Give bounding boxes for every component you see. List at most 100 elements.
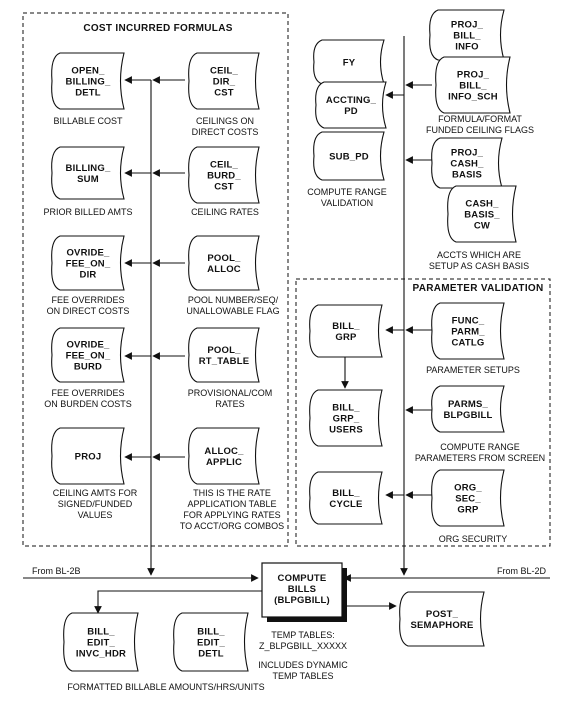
parameter-setups-caption-0: PARAMETER SETUPS bbox=[426, 365, 520, 375]
formula-flags-caption-0: FORMULA/FORMAT bbox=[438, 114, 522, 124]
fy-label-0: FY bbox=[343, 58, 356, 69]
provisional-rates-caption-0: PROVISIONAL/COM bbox=[188, 388, 273, 398]
alloc-applic-label-0: ALLOC_ bbox=[204, 446, 244, 457]
compute-bills-label-0: COMPUTE bbox=[278, 573, 327, 584]
dynamic-temp-caption-1: TEMP TABLES bbox=[272, 671, 333, 681]
parameter-validation-header: PARAMETER VALIDATION bbox=[413, 283, 544, 294]
bill-grp-label-0: BILL_ bbox=[332, 321, 360, 332]
bill-edit-invc-hdr-label-0: BILL_ bbox=[87, 627, 115, 638]
proj-bill-info-sch-label-1: BILL_ bbox=[459, 81, 487, 92]
bill-edit-invc-hdr-table: BILL_EDIT_INVC_HDR bbox=[63, 612, 139, 672]
alloc-applic-table: ALLOC_APPLIC bbox=[188, 427, 260, 485]
ceil-burd-cst-label-0: CEIL_ bbox=[210, 160, 238, 171]
fy-table: FY bbox=[313, 39, 385, 85]
proj-cash-basis-label-1: CASH_ bbox=[450, 159, 484, 170]
ovride-fee-on-dir-label-0: OVRIDE_ bbox=[66, 248, 110, 259]
proj-bill-info-label-2: INFO bbox=[455, 42, 479, 53]
ceiling-amts-caption-1: SIGNED/FUNDED bbox=[58, 499, 133, 509]
pool-alloc-table: POOL_ALLOC bbox=[188, 235, 260, 291]
func-parm-catlg-label-2: CATLG bbox=[451, 338, 484, 349]
bill-grp-table: BILL_GRP bbox=[309, 304, 383, 358]
fee-overrides-burden-caption-0: FEE OVERRIDES bbox=[51, 388, 124, 398]
formatted-amounts-caption-0: FORMATTED BILLABLE AMOUNTS/HRS/UNITS bbox=[67, 682, 264, 692]
bill-edit-invc-hdr-label-1: EDIT_ bbox=[87, 638, 115, 649]
parameter-validation-region bbox=[295, 278, 551, 547]
pool-rt-table-label-0: POOL_ bbox=[207, 345, 241, 356]
proj-table: PROJ bbox=[51, 427, 125, 485]
cost-connectors bbox=[124, 76, 185, 461]
accting-pd-table: ACCTING_PD bbox=[315, 81, 387, 129]
ovride-fee-on-burd-label-0: OVRIDE_ bbox=[66, 340, 110, 351]
compute-bills-label-2: (BLPGBILL) bbox=[274, 595, 330, 606]
bill-grp-users-table: BILL_GRP_USERS bbox=[309, 389, 383, 447]
pool-alloc-label-1: ALLOC bbox=[207, 264, 241, 275]
proj-bill-info-table: PROJ_BILL_INFO bbox=[429, 9, 505, 61]
billing-sum-label-0: BILLING_ bbox=[66, 163, 111, 174]
compute-range-validation-caption-0: COMPUTE RANGE bbox=[307, 187, 387, 197]
compute-bills-label-1: BILLS bbox=[288, 584, 316, 595]
ceiling-amts-caption-0: CEILING AMTS FOR bbox=[53, 488, 138, 498]
rate-application-caption-3: TO ACCT/ORG COMBOS bbox=[180, 521, 284, 531]
bill-edit-invc-hdr-label-2: INVC_HDR bbox=[76, 649, 126, 660]
ovride-fee-on-dir-label-1: FEE_ON_ bbox=[66, 259, 111, 270]
func-parm-catlg-table: FUNC_PARM_CATLG bbox=[431, 302, 505, 360]
compute-range-params-caption-1: PARAMETERS FROM SCREEN bbox=[415, 453, 545, 463]
pool-number-caption-0: POOL NUMBER/SEQ/ bbox=[188, 295, 279, 305]
open-billing-detl-table: OPEN_BILLING_DETL bbox=[51, 52, 125, 110]
parms-blpgbill-label-0: PARMS_ bbox=[448, 399, 489, 410]
pool-number-caption-1: UNALLOWABLE FLAG bbox=[186, 306, 279, 316]
cash-basis-caption-0: ACCTS WHICH ARE bbox=[437, 250, 521, 260]
parms-blpgbill-table: PARMS_BLPGBILL bbox=[431, 385, 505, 433]
rate-application-caption-1: APPLICATION TABLE bbox=[187, 499, 276, 509]
fee-overrides-burden-caption-1: ON BURDEN COSTS bbox=[44, 399, 132, 409]
from-left-label: From BL-2B bbox=[32, 566, 81, 576]
cash-basis-cw-table: CASH_BASIS_CW bbox=[447, 185, 517, 243]
proj-cash-basis-label-0: PROJ_ bbox=[451, 148, 484, 159]
temp-tables-caption-1: Z_BLPGBILL_XXXXX bbox=[259, 641, 347, 651]
proj-bill-info-label-0: PROJ_ bbox=[451, 20, 484, 31]
provisional-rates-caption-1: RATES bbox=[215, 399, 244, 409]
fee-overrides-direct-caption-1: ON DIRECT COSTS bbox=[47, 306, 130, 316]
bill-edit-detl-table: BILL_EDIT_DETL bbox=[173, 612, 249, 672]
proj-bill-info-sch-table: PROJ_BILL_INFO_SCH bbox=[435, 56, 511, 114]
org-security-caption-0: ORG SECURITY bbox=[439, 534, 508, 544]
ceil-dir-cst-label-2: CST bbox=[214, 88, 234, 99]
ovride-fee-on-burd-label-2: BURD bbox=[74, 362, 102, 373]
org-sec-grp-label-1: SEC_ bbox=[455, 494, 481, 505]
post-semaphore-table: POST_SEMAPHORE bbox=[399, 591, 485, 647]
org-sec-grp-label-0: ORG_ bbox=[454, 483, 482, 494]
post-semaphore-label-1: SEMAPHORE bbox=[410, 620, 473, 631]
open-billing-detl-label-0: OPEN_ bbox=[71, 66, 105, 77]
ceil-burd-cst-label-2: CST bbox=[214, 182, 234, 193]
compute-range-params-caption-0: COMPUTE RANGE bbox=[440, 442, 520, 452]
cash-basis-cw-label-0: CASH_ bbox=[465, 199, 499, 210]
accting-pd-label-1: PD bbox=[344, 106, 358, 117]
bill-edit-detl-label-1: EDIT_ bbox=[197, 638, 225, 649]
bill-cycle-label-1: CYCLE bbox=[329, 499, 362, 510]
bill-edit-detl-label-0: BILL_ bbox=[197, 627, 225, 638]
pool-rt-table-label-1: RT_TABLE bbox=[199, 356, 250, 367]
proj-bill-info-sch-label-2: INFO_SCH bbox=[448, 92, 498, 103]
bill-grp-users-label-2: USERS bbox=[329, 425, 363, 436]
ovride-fee-on-burd-table: OVRIDE_FEE_ON_BURD bbox=[51, 327, 125, 383]
ceilings-direct-caption-0: CEILINGS ON bbox=[196, 116, 254, 126]
accting-pd-label-0: ACCTING_ bbox=[326, 95, 377, 106]
open-billing-detl-label-2: DETL bbox=[75, 88, 101, 99]
proj-cash-basis-label-2: BASIS bbox=[452, 170, 482, 181]
ceiling-rates-caption-0: CEILING RATES bbox=[191, 207, 259, 217]
billing-sum-label-1: SUM bbox=[77, 174, 99, 185]
proj-bill-info-label-1: BILL_ bbox=[453, 31, 481, 42]
ovride-fee-on-dir-table: OVRIDE_FEE_ON_DIR bbox=[51, 235, 125, 291]
from-right-label: From BL-2D bbox=[497, 566, 547, 576]
cash-basis-cw-label-1: BASIS_ bbox=[464, 210, 500, 221]
fee-overrides-direct-caption-0: FEE OVERRIDES bbox=[51, 295, 124, 305]
bill-cycle-label-0: BILL_ bbox=[332, 488, 360, 499]
process-connectors bbox=[23, 574, 550, 614]
parms-blpgbill-label-1: BLPGBILL bbox=[443, 410, 492, 421]
ovride-fee-on-dir-label-2: DIR bbox=[80, 270, 97, 281]
cash-basis-cw-label-2: CW bbox=[474, 221, 490, 232]
bill-cycle-table: BILL_CYCLE bbox=[309, 471, 383, 525]
ceil-dir-cst-label-0: CEIL_ bbox=[210, 66, 238, 77]
